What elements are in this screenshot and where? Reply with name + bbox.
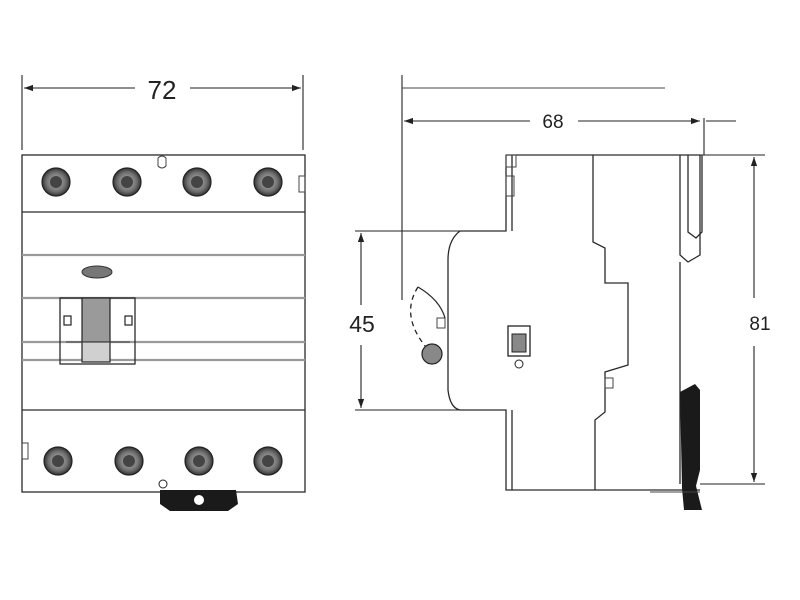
side-profile xyxy=(410,154,703,510)
handle-side-detail-icon xyxy=(507,325,531,369)
screw-icon xyxy=(182,167,212,197)
din-rail-clip-icon xyxy=(158,479,238,511)
handle-height-label: 45 xyxy=(349,311,375,337)
screw-icon xyxy=(43,446,73,476)
side-depth-dimension: 68 xyxy=(401,75,736,300)
screw-icon xyxy=(114,446,144,476)
front-view: 72 xyxy=(21,75,306,511)
screw-icon xyxy=(253,167,283,197)
top-terminal-screws xyxy=(41,167,283,197)
side-view: 68 45 81 xyxy=(349,75,771,510)
front-width-dimension: 72 xyxy=(21,75,304,150)
screw-icon xyxy=(253,446,283,476)
din-clip-side-icon xyxy=(680,384,702,510)
test-button-icon xyxy=(81,265,113,279)
total-height-label: 81 xyxy=(749,314,770,335)
screw-icon xyxy=(112,167,142,197)
screw-icon xyxy=(41,167,71,197)
side-depth-label: 68 xyxy=(542,112,563,133)
handle-height-dimension: 45 xyxy=(349,230,460,411)
screw-icon xyxy=(184,446,214,476)
toggle-handle xyxy=(59,297,136,365)
front-width-label: 72 xyxy=(148,75,177,105)
bottom-terminal-screws xyxy=(43,446,283,476)
handle-knob-icon xyxy=(421,343,443,365)
total-height-dimension: 81 xyxy=(700,154,771,485)
